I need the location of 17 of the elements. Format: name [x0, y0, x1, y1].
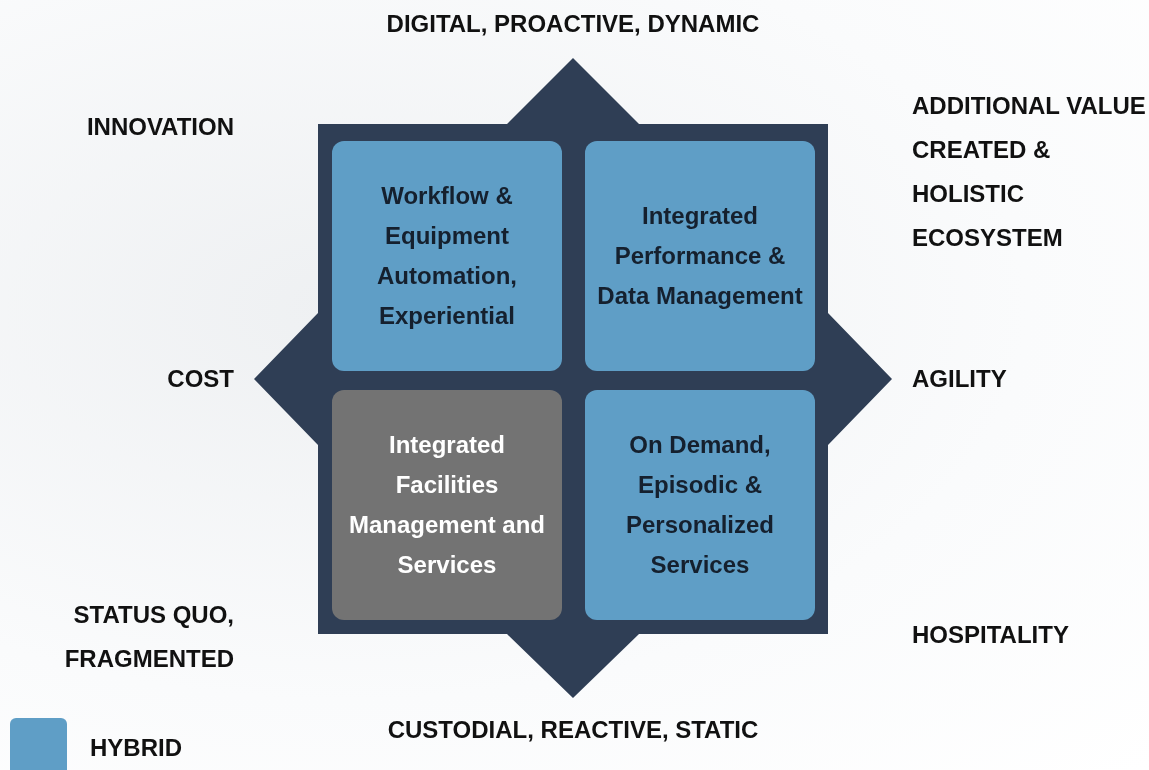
axis-label: ADDITIONAL VALUE CREATED & HOLISTIC ECOSYSTEM: [912, 91, 1147, 253]
axis-label: AGILITY: [912, 364, 1008, 394]
axis-label: CUSTODIAL, REACTIVE, STATIC: [386, 715, 760, 745]
quadrant-box: [585, 141, 815, 371]
axis-label: STATUS QUO, FRAGMENTED: [63, 600, 234, 674]
legend-label: HYBRID: [90, 733, 182, 763]
quadrant-box: [332, 141, 562, 371]
axis-label: INNOVATION: [85, 112, 234, 142]
axis-label: DIGITAL, PROACTIVE, DYNAMIC: [385, 9, 761, 39]
quadrant-box: [332, 390, 562, 620]
quadrant-text: Integrated Facilities Management and Services: [348, 430, 546, 580]
quadrant-box: [585, 390, 815, 620]
quadrant-text: Workflow & Equipment Automation, Experiential: [376, 181, 518, 331]
quadrant-text: On Demand, Episodic & Personalized Services: [624, 430, 776, 580]
quadrant-text: Integrated Performance & Data Management: [596, 201, 804, 311]
axis-label: HOSPITALITY: [912, 620, 1070, 650]
axis-label: COST: [166, 364, 234, 394]
